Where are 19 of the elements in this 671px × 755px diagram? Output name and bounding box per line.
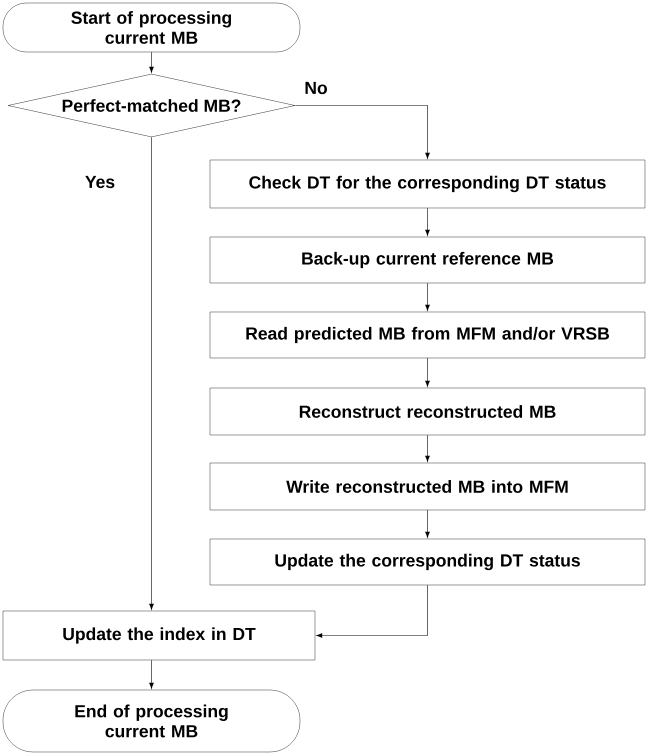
- arrow: [149, 136, 154, 610]
- arrow: [425, 208, 430, 236]
- process-box: Update the corresponding DT status: [210, 538, 646, 586]
- arrow: [316, 584, 428, 638]
- arrow: [149, 660, 154, 689]
- process-box: Check DT for the corresponding DT status: [210, 160, 646, 208]
- arrow: [425, 434, 430, 462]
- process-box: Read predicted MB from MFM and/or VRSB: [210, 312, 646, 358]
- process-box: Back-up current reference MB: [210, 236, 646, 284]
- arrow: [425, 282, 430, 311]
- process-box: Update the index in DT: [2, 610, 316, 660]
- process-box: Write reconstructed MB into MFM: [210, 462, 646, 510]
- arrow: [425, 358, 430, 387]
- arrow: [149, 52, 154, 73]
- process-box: Reconstruct reconstructed MB: [210, 388, 646, 436]
- edge-label: Yes: [84, 174, 116, 190]
- arrow: [294, 105, 430, 159]
- arrow: [425, 510, 430, 538]
- edge-label: No: [303, 80, 329, 96]
